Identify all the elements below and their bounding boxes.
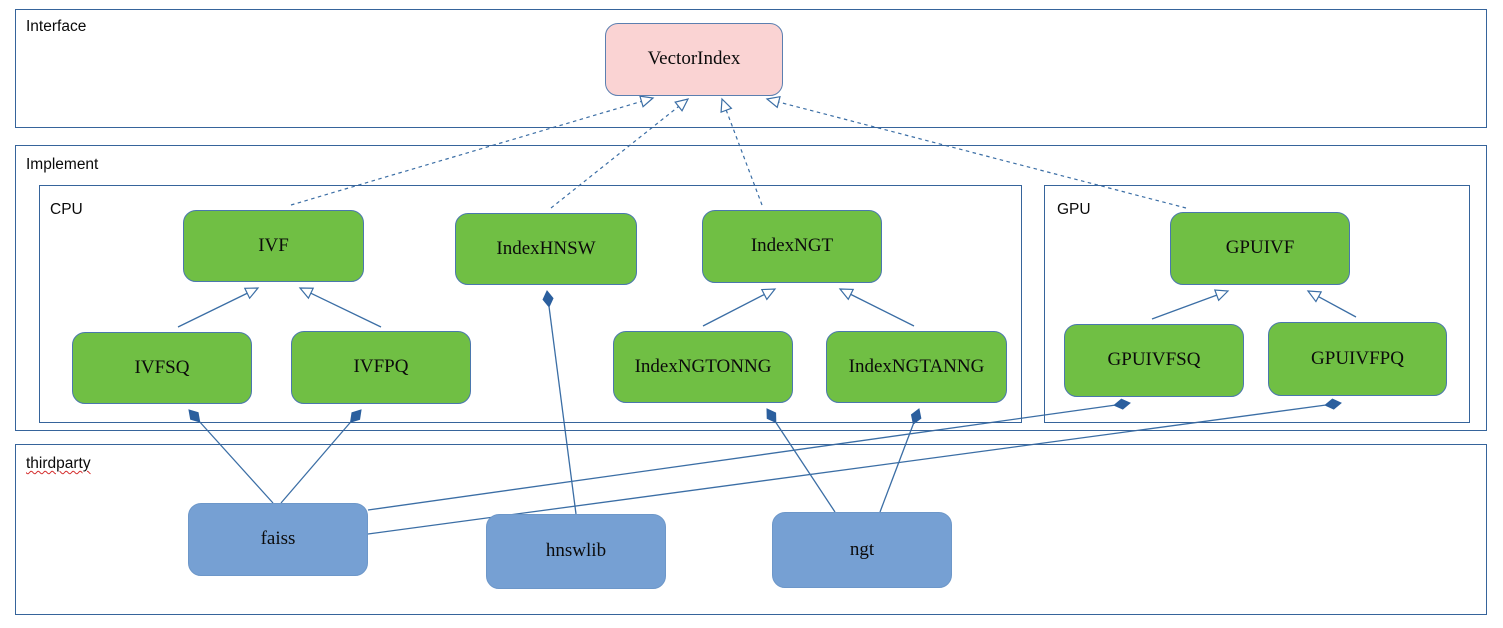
class-node-indexhnsw[interactable]: IndexHNSW [455, 213, 637, 285]
group-label-implement: Implement [26, 156, 99, 173]
class-node-ivfsq[interactable]: IVFSQ [72, 332, 252, 404]
group-label-gpu: GPU [1057, 201, 1091, 218]
class-node-indexngt[interactable]: IndexNGT [702, 210, 882, 283]
group-container-cpu [39, 185, 1022, 423]
class-node-hnswlib[interactable]: hnswlib [486, 514, 666, 589]
class-node-gpuivf[interactable]: GPUIVF [1170, 212, 1350, 285]
group-label-thirdparty: thirdparty [26, 455, 91, 472]
group-container-thirdparty [15, 444, 1487, 615]
class-node-indexngtonng[interactable]: IndexNGTONNG [613, 331, 793, 403]
class-node-ivf[interactable]: IVF [183, 210, 364, 282]
group-container-interface [15, 9, 1487, 128]
group-label-cpu: CPU [50, 201, 83, 218]
class-node-gpuivfpq[interactable]: GPUIVFPQ [1268, 322, 1447, 396]
class-node-vectorindex[interactable]: VectorIndex [605, 23, 783, 96]
class-node-ivfpq[interactable]: IVFPQ [291, 331, 471, 404]
class-node-faiss[interactable]: faiss [188, 503, 368, 576]
group-container-gpu [1044, 185, 1470, 423]
group-label-interface: Interface [26, 18, 87, 35]
group-container-implement [15, 145, 1487, 431]
class-node-indexngtanng[interactable]: IndexNGTANNG [826, 331, 1007, 403]
class-node-gpuivfsq[interactable]: GPUIVFSQ [1064, 324, 1244, 397]
class-node-ngt[interactable]: ngt [772, 512, 952, 588]
